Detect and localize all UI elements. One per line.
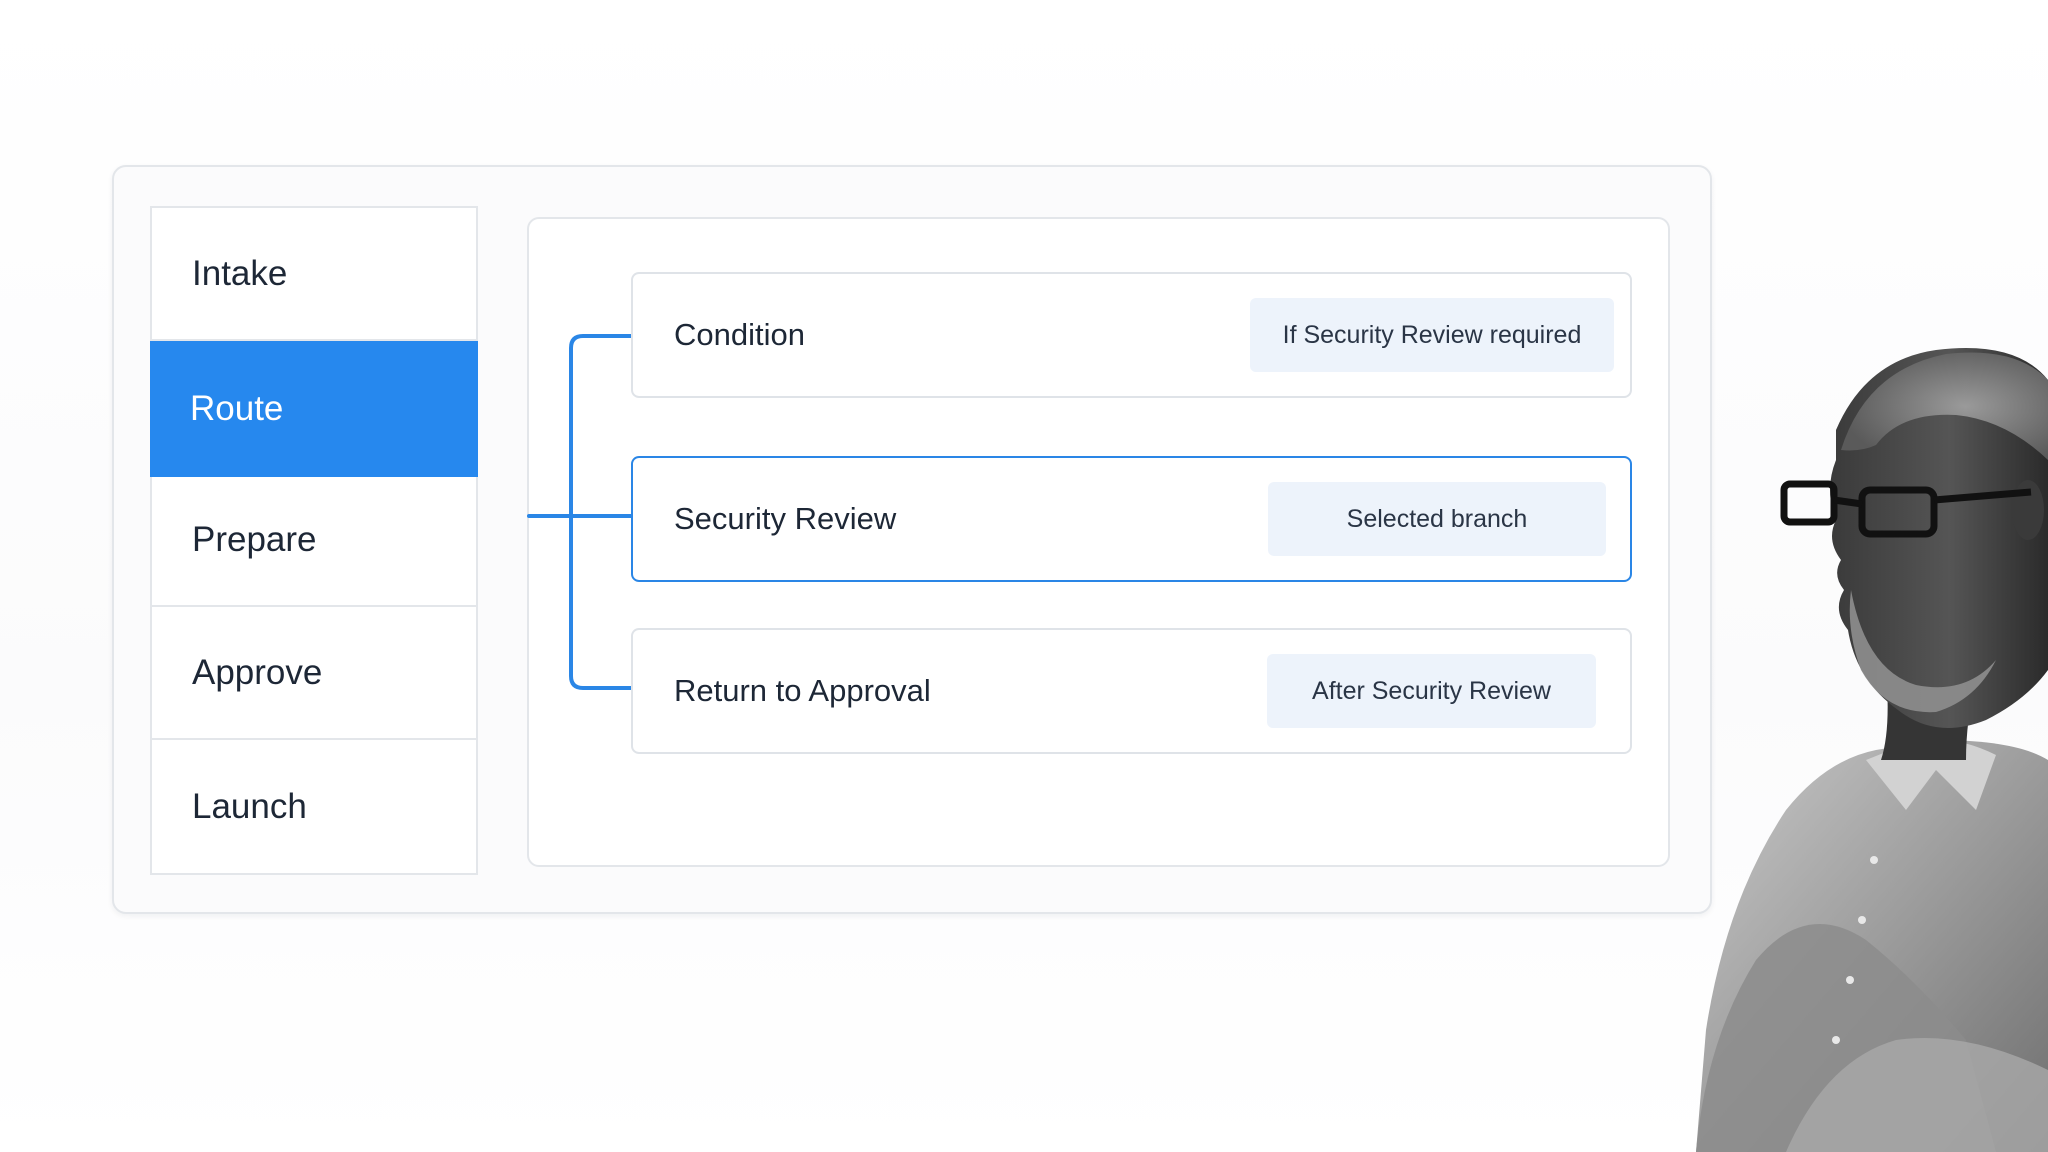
person-photo	[1696, 348, 2048, 1152]
branch-tag: After Security Review	[1267, 654, 1596, 728]
step-approve[interactable]: Approve	[152, 607, 476, 740]
step-label: Launch	[192, 786, 307, 826]
branch-label: Condition	[674, 317, 805, 352]
step-list: Intake Route Prepare Approve Launch	[150, 206, 478, 875]
branch-tag: If Security Review required	[1250, 298, 1614, 372]
step-label: Intake	[192, 253, 288, 293]
branch-row-condition[interactable]: Condition If Security Review required	[631, 272, 1632, 398]
step-prepare[interactable]: Prepare	[152, 474, 476, 607]
step-label: Prepare	[192, 519, 317, 559]
step-label: Route	[190, 389, 284, 428]
step-launch[interactable]: Launch	[152, 740, 476, 873]
branch-row-return-to-approval[interactable]: Return to Approval After Security Review	[631, 628, 1632, 754]
step-label: Approve	[192, 652, 323, 692]
branch-row-security-review[interactable]: Security Review Selected branch	[631, 456, 1632, 582]
branch-label: Security Review	[674, 501, 897, 536]
branch-tag: Selected branch	[1268, 482, 1606, 556]
step-intake[interactable]: Intake	[152, 208, 476, 341]
branch-label: Return to Approval	[674, 673, 931, 708]
step-route[interactable]: Route	[150, 341, 478, 477]
